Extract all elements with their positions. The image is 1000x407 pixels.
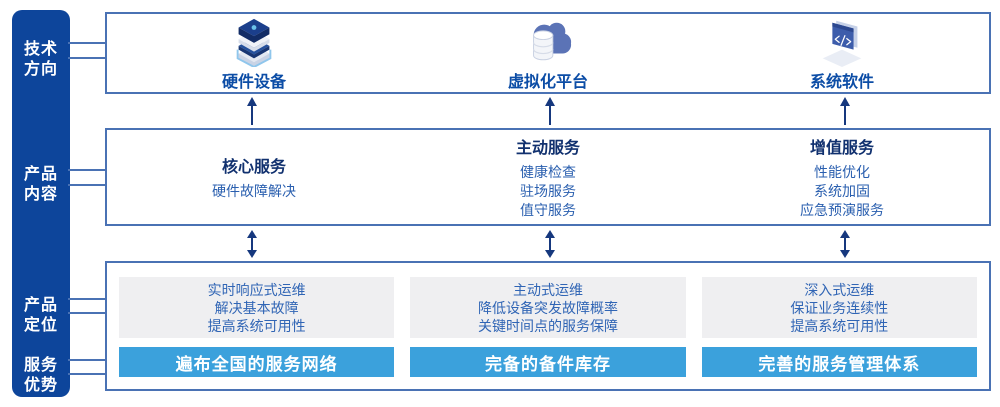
advantage-banner: 遍布全国的服务网络 <box>119 347 395 377</box>
code-window-icon <box>822 20 862 67</box>
bottom-column-proactive: 主动式运维 降低设备突发故障概率 关键时间点的服务保障 完备的备件库存 <box>410 277 686 377</box>
service-item: 驻场服务 <box>520 183 576 199</box>
positioning-line: 保证业务连续性 <box>790 299 889 316</box>
server-stack-icon <box>236 18 272 67</box>
service-column-value-added: 增值服务 性能优化 系统加固 应急预演服务 <box>695 130 989 224</box>
positioning-line: 主动式运维 <box>512 281 583 298</box>
service-item: 健康检查 <box>520 164 576 180</box>
category-rail: 技术 方向 产品 内容 产品 定位 服务 优势 <box>12 10 70 397</box>
positioning-line: 解决基本故障 <box>214 299 299 316</box>
double-arrow-icon <box>545 230 555 258</box>
connector-line <box>68 359 107 361</box>
positioning-card: 深入式运维 保证业务连续性 提高系统可用性 <box>701 277 977 338</box>
positioning-line: 提高系统可用性 <box>207 317 306 334</box>
positioning-line: 降低设备突发故障概率 <box>477 299 618 316</box>
positioning-line: 实时响应式运维 <box>207 281 306 298</box>
cloud-database-icon <box>532 22 572 60</box>
bottom-column-indepth: 深入式运维 保证业务连续性 提高系统可用性 完善的服务管理体系 <box>701 277 977 377</box>
up-arrow-icon <box>840 97 850 125</box>
service-title: 增值服务 <box>809 140 874 157</box>
positioning-line: 关键时间点的服务保障 <box>477 317 618 334</box>
rail-label-service-advantage: 服务 优势 <box>23 357 58 394</box>
tech-direction-panel: 硬件设备 虚拟化平台 <box>105 12 991 94</box>
tech-column-virtualization: 虚拟化平台 <box>401 14 695 92</box>
up-arrow-icon <box>247 97 257 125</box>
double-arrow-icon <box>247 230 257 258</box>
rail-label-product-positioning: 产品 定位 <box>23 297 58 334</box>
positioning-line: 深入式运维 <box>804 281 875 298</box>
service-column-core: 核心服务 硬件故障解决 <box>107 130 401 224</box>
service-item: 硬件故障解决 <box>212 183 296 199</box>
connector-line <box>68 373 107 375</box>
double-arrow-icon <box>840 230 850 258</box>
connector-line <box>68 57 107 59</box>
service-item: 性能优化 <box>814 164 870 180</box>
connector-line <box>68 312 107 314</box>
service-column-proactive: 主动服务 健康检查 驻场服务 值守服务 <box>401 130 695 224</box>
connector-line <box>68 298 107 300</box>
service-item: 应急预演服务 <box>800 202 884 218</box>
tech-label: 虚拟化平台 <box>507 73 588 91</box>
tech-column-system-software: 系统软件 <box>695 14 989 92</box>
service-title: 核心服务 <box>221 159 286 176</box>
advantage-banner: 完备的备件库存 <box>410 347 686 377</box>
rail-label-tech-direction: 技术 方向 <box>23 41 58 78</box>
connector-line <box>68 184 107 186</box>
connector-line <box>68 42 107 44</box>
advantage-banner: 完善的服务管理体系 <box>701 347 977 377</box>
service-item: 系统加固 <box>814 183 870 199</box>
tech-label: 系统软件 <box>809 73 874 91</box>
product-content-panel: 核心服务 硬件故障解决 主动服务 健康检查 驻场服务 值守服务 增值服务 性能优… <box>105 128 991 226</box>
connector-line <box>68 169 107 171</box>
up-arrow-icon <box>545 97 555 125</box>
service-item: 值守服务 <box>520 202 576 218</box>
service-title: 主动服务 <box>515 140 580 157</box>
positioning-line: 提高系统可用性 <box>790 317 889 334</box>
bottom-column-realtime: 实时响应式运维 解决基本故障 提高系统可用性 遍布全国的服务网络 <box>119 277 395 377</box>
positioning-advantage-panel: 实时响应式运维 解决基本故障 提高系统可用性 遍布全国的服务网络 主动式运维 降… <box>105 261 991 391</box>
tech-column-hardware: 硬件设备 <box>107 14 401 92</box>
tech-label: 硬件设备 <box>221 73 286 91</box>
rail-label-product-content: 产品 内容 <box>23 166 58 203</box>
positioning-card: 实时响应式运维 解决基本故障 提高系统可用性 <box>119 277 395 338</box>
positioning-card: 主动式运维 降低设备突发故障概率 关键时间点的服务保障 <box>410 277 686 338</box>
